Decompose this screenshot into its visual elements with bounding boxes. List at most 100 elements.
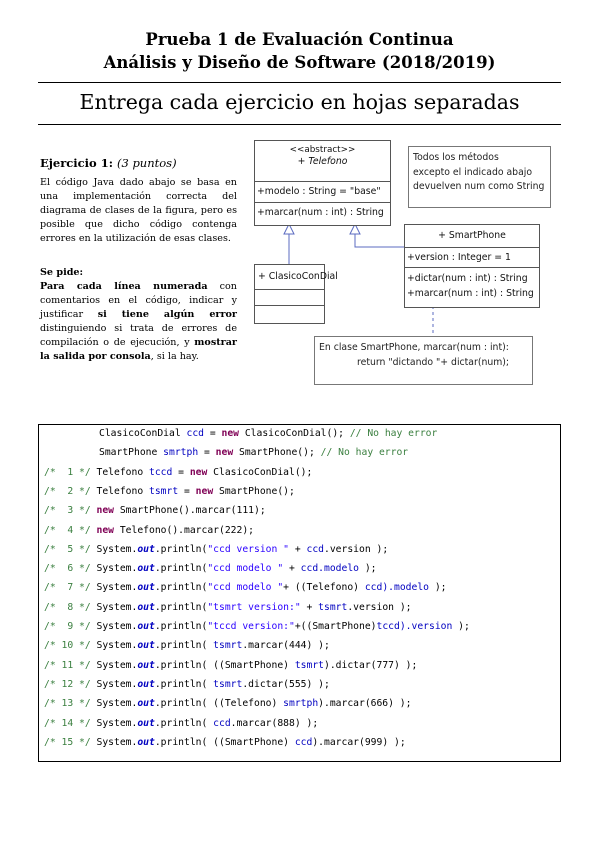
code-text: ); xyxy=(429,582,447,594)
code-line-number-comment: /* 7 */ xyxy=(44,582,91,594)
smartphone-method-dictar: +dictar(num : int) : String xyxy=(407,273,528,284)
bottom-rule xyxy=(38,124,561,125)
code-text: + xyxy=(283,563,301,575)
exam-title: Prueba 1 de Evaluación Continua xyxy=(145,30,454,49)
note-methods-line-2: excepto el indicado abajo xyxy=(413,166,533,178)
code-text: Telefono xyxy=(90,466,149,478)
clasico-methods xyxy=(255,305,324,322)
code-static-field: out xyxy=(137,601,155,613)
code-text: ); xyxy=(452,621,470,632)
code-text: + ((Telefono) xyxy=(283,582,365,594)
code-variable: ccd xyxy=(364,582,383,594)
smartphone-name: + SmartPhone xyxy=(438,230,506,241)
code-line-numbered: /* 14 */ System.out.println( ccd.marcar(… xyxy=(44,718,318,736)
code-text: .println( xyxy=(154,543,208,555)
code-string: "tccd version:" xyxy=(207,621,295,632)
code-line-numbered: /* 8 */ System.out.println("tsmrt versio… xyxy=(44,602,412,620)
ask-bold-3: si tiene algún error xyxy=(97,308,237,320)
smartphone-name-text: SmartPhone xyxy=(448,230,506,241)
code-line-numbered: /* 15 */ System.out.println( ((SmartPhon… xyxy=(44,737,406,755)
code-text: .println( xyxy=(154,640,214,652)
code-line-numbered: /* 11 */ System.out.println( ((SmartPhon… xyxy=(44,660,417,678)
code-line-numbered: /* 12 */ System.out.println( tsmrt.dicta… xyxy=(44,679,330,697)
code-line-number-comment: /* 6 */ xyxy=(44,563,91,575)
code-string: "tsmrt version:" xyxy=(207,601,301,613)
code-text: SmartPhone(); xyxy=(213,485,295,497)
code-keyword: new xyxy=(96,505,115,517)
code-text: System. xyxy=(90,582,138,594)
code-line-number-comment: /* 13 */ xyxy=(44,698,91,710)
code-text: System. xyxy=(90,543,138,555)
code-line-number-comment: /* 9 */ xyxy=(44,621,91,632)
code-string: "ccd modelo " xyxy=(207,582,284,594)
code-line-number-comment: /* 10 */ xyxy=(44,640,91,652)
code-variable: tsmrt xyxy=(149,485,179,497)
code-variable: ccd xyxy=(186,428,205,439)
code-line-number-comment: /* 14 */ xyxy=(44,717,91,729)
code-text: .marcar(444) ); xyxy=(242,640,330,652)
code-variable: tccd xyxy=(149,466,173,478)
code-line-decl: SmartPhone smrtph = new SmartPhone(); //… xyxy=(99,447,408,465)
code-text: .println( xyxy=(154,563,208,575)
code-line-numbered: /* 10 */ System.out.println( tsmrt.marca… xyxy=(44,640,330,658)
code-text: System. xyxy=(90,678,138,690)
code-variable: ccd xyxy=(306,543,325,555)
code-static-field: out xyxy=(137,621,155,632)
code-type: SmartPhone xyxy=(99,447,164,459)
code-keyword: new xyxy=(215,447,234,459)
smartphone-attribute: +version : Integer = 1 xyxy=(405,247,539,267)
ask-text-4: distinguiendo si trata de errores de com… xyxy=(40,322,237,348)
code-operator: = xyxy=(172,466,190,478)
code-line-number-comment: /* 8 */ xyxy=(44,601,91,613)
main-heading: Entrega cada ejercicio en hojas separada… xyxy=(79,90,520,114)
code-variable: tsmrt xyxy=(213,678,243,690)
code-variable: ccd xyxy=(294,736,313,748)
clasico-name: + ClasicoConDial xyxy=(258,271,338,282)
code-line-numbered: /* 3 */ new SmartPhone().marcar(111); xyxy=(44,505,266,523)
code-text: .version ); xyxy=(347,601,412,613)
exercise-label: Ejercicio 1: xyxy=(40,156,113,170)
code-text: .version ); xyxy=(324,543,389,555)
code-keyword: new xyxy=(195,485,214,497)
class-clasicocondial: + ClasicoConDial xyxy=(254,264,338,324)
code-listing: ClasicoConDial ccd = new ClasicoConDial(… xyxy=(38,424,561,762)
code-static-field: out xyxy=(137,640,155,652)
code-text: System. xyxy=(90,621,138,632)
code-line-number-comment: /* 12 */ xyxy=(44,678,91,690)
code-static-field: out xyxy=(137,717,155,729)
code-text: Telefono().marcar(222); xyxy=(114,524,254,536)
code-variable: tccd xyxy=(376,621,400,632)
code-variable: ccd xyxy=(300,563,319,575)
code-constructor: ClasicoConDial(); xyxy=(239,428,350,439)
code-text: System. xyxy=(90,563,138,575)
code-static-field: out xyxy=(137,698,155,710)
code-line-numbered: /* 7 */ System.out.println("ccd modelo "… xyxy=(44,582,447,600)
code-text: System. xyxy=(90,659,138,671)
note-methods-line-3: devuelven num como String xyxy=(413,181,545,192)
code-text: System. xyxy=(90,698,138,710)
code-line-number-comment: /* 3 */ xyxy=(44,505,91,517)
telefono-attribute: +modelo : String = "base" xyxy=(255,181,390,202)
code-line-number-comment: /* 4 */ xyxy=(44,524,91,536)
code-line-number-comment: /* 1 */ xyxy=(44,466,91,478)
ask-text-6: , si la hay. xyxy=(150,350,199,362)
code-static-field: out xyxy=(137,582,155,594)
ask-text: Para cada línea numerada con comentarios… xyxy=(40,280,237,363)
ask-text-2: con comentarios en el código, indicar y … xyxy=(40,281,237,320)
code-field: ).modelo xyxy=(382,582,429,594)
code-text: + xyxy=(289,543,307,555)
code-line-number-comment: /* 15 */ xyxy=(44,736,91,748)
inherit-arrow-smartphone xyxy=(349,222,361,235)
code-text: .println( ((Telefono) xyxy=(154,698,284,710)
code-field: ).version xyxy=(399,621,453,632)
smartphone-methods: +dictar(num : int) : String +marcar(num … xyxy=(405,267,539,301)
code-line-number-comment: /* 11 */ xyxy=(44,659,91,671)
code-text: .println( ((SmartPhone) xyxy=(154,736,295,748)
code-comment: // No hay error xyxy=(320,447,409,459)
telefono-header: <<abstract>> + Telefono xyxy=(255,141,390,181)
class-telefono: <<abstract>> + Telefono +modelo : String… xyxy=(254,140,391,226)
code-static-field: out xyxy=(137,563,155,575)
code-static-field: out xyxy=(137,659,155,671)
code-string: "ccd version " xyxy=(207,543,289,555)
code-line-number-comment: /* 2 */ xyxy=(44,485,91,497)
